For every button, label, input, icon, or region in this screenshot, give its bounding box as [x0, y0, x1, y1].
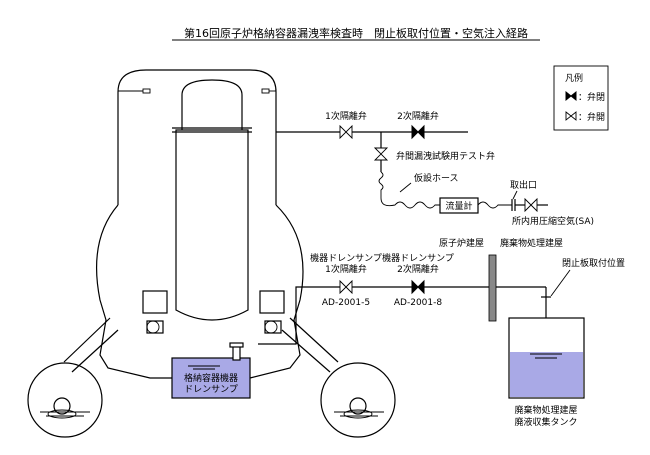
vent-pipe-right: [281, 329, 331, 373]
drain-valve-2-label-1: 機器ドレンサンプ: [382, 252, 454, 264]
sa-valve: [524, 197, 538, 213]
containment-vessel: [63, 69, 339, 379]
test-valve-label: 弁間漏洩試験用テスト弁: [396, 150, 495, 162]
outlet-label: 取出口: [510, 179, 537, 191]
ad-2001-8-label: AD-2001-8: [394, 298, 442, 308]
valve-2nd-label: 2次隔離弁: [397, 110, 439, 122]
legend-closed-icon: [565, 90, 577, 102]
station-air-label: 所内用圧縮空気(SA): [512, 215, 594, 227]
legend: 凡例 ：弁閉 ：弁開: [553, 65, 609, 131]
air-injection-line: 1次隔離弁 2次隔離弁 弁間漏洩試験用テスト弁 仮設ホース 流量計 取出口 所内…: [276, 110, 594, 227]
valve-2nd-closed: [411, 124, 425, 140]
tank-label-2: 廃液収集タンク: [514, 416, 577, 428]
legend-heading: 凡例: [565, 72, 583, 84]
legend-closed-label: ：弁閉: [578, 91, 605, 103]
building-wall: [488, 254, 497, 322]
drain-valve-2-label-2: 2次隔離弁: [397, 263, 439, 275]
flange-left: [142, 88, 151, 94]
waste-building-label: 廃棄物処理建屋: [500, 237, 563, 249]
drain-sump: 格納容器機器 ドレンサンプ: [171, 342, 251, 399]
temp-hose: [378, 171, 440, 209]
flow-meter-label: 流量計: [445, 200, 472, 212]
vent-pipe-left: [71, 329, 119, 373]
waste-collection-tank: 廃棄物処理建屋 廃液収集タンク: [508, 317, 585, 428]
temp-hose-label: 仮設ホース: [414, 172, 459, 184]
diagram-title: 第16回原子炉格納容器漏洩率検査時 閉止板取付位置・空気注入経路: [184, 26, 528, 40]
tank-label-1: 廃棄物処理建屋: [514, 404, 577, 416]
flow-meter: [439, 197, 479, 214]
valve-ad-2001-8: [411, 279, 425, 295]
sump-label-2: ドレンサンプ: [184, 384, 238, 395]
flange-right: [261, 88, 270, 94]
legend-open-icon: [565, 111, 577, 121]
test-valve: [373, 147, 389, 161]
reactor-building-label: 原子炉建屋: [439, 237, 484, 249]
drain-line: 機器ドレンサンプ 1次隔離弁 機器ドレンサンプ 2次隔離弁 AD-2001-5 …: [258, 237, 625, 345]
legend-open-label: ：弁開: [578, 111, 605, 123]
valve-ad-2001-5: [339, 279, 353, 295]
suppression-chamber-right: [320, 362, 396, 438]
suppression-chamber-left: [27, 362, 103, 438]
sump-label-1: 格納容器機器: [184, 372, 238, 384]
valve-1st-open: [339, 124, 353, 140]
blind-plate-label: 閉止板取付位置: [562, 257, 625, 269]
valve-1st-label: 1次隔離弁: [325, 110, 367, 122]
drain-valve-1-label-2: 1次隔離弁: [325, 263, 367, 275]
ad-2001-5-label: AD-2001-5: [322, 298, 370, 308]
recirculation-pump-left: [142, 290, 168, 334]
recirculation-pump-right: [259, 290, 285, 334]
reactor-pressure-vessel: [172, 79, 252, 321]
drain-valve-1-label-1: 機器ドレンサンプ: [310, 252, 382, 264]
